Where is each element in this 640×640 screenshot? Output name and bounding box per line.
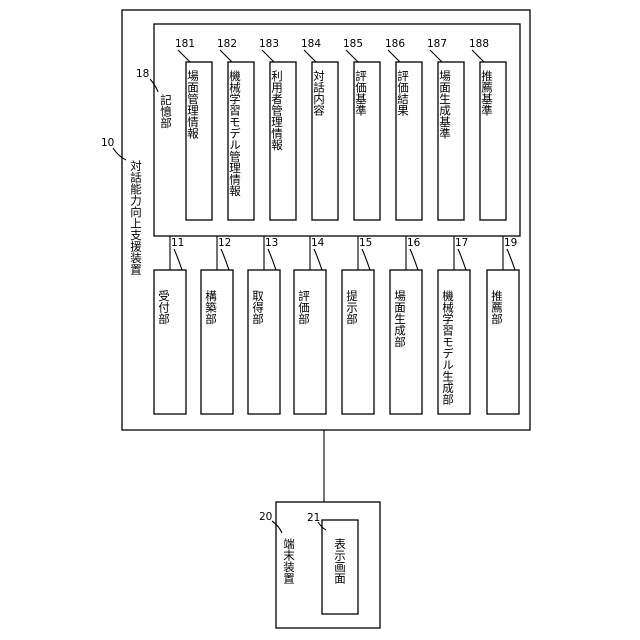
storage-item-label: 機械学習モデル管理情報 — [228, 69, 242, 197]
unit-label: 機械学習モデル生成部 — [441, 289, 455, 405]
storage-item-label: 評価基準 — [354, 69, 368, 117]
unit-ref: 12 — [218, 237, 231, 249]
storage-item-label: 評価結果 — [396, 69, 410, 117]
storage-label: 記憶部 — [159, 93, 173, 128]
display-screen-label: 表示画面 — [333, 537, 347, 584]
system-ref: 10 — [101, 137, 114, 149]
unit-ref: 11 — [171, 237, 184, 249]
unit-label: 取得部 — [251, 290, 265, 325]
unit-ref: 13 — [265, 237, 278, 249]
terminal-label: 端末装置 — [282, 538, 296, 584]
storage-item-ref: 188 — [469, 38, 489, 50]
storage-item-ref: 184 — [301, 38, 321, 50]
storage-item-label: 推薦基準 — [480, 69, 494, 117]
storage-item-ref: 185 — [343, 38, 363, 50]
unit-label: 場面生成部 — [393, 290, 407, 348]
storage-ref: 18 — [136, 68, 149, 80]
storage-item-ref: 183 — [259, 38, 279, 50]
unit-ref: 19 — [504, 237, 517, 249]
storage-item-ref: 186 — [385, 38, 405, 50]
unit-label: 提示部 — [345, 289, 359, 324]
storage-item-label: 対話内容 — [312, 69, 326, 117]
storage-item-label: 場面管理情報 — [186, 70, 200, 140]
storage-item-label: 場面生成基準 — [438, 70, 452, 140]
unit-ref: 15 — [359, 237, 372, 249]
unit-ref: 16 — [407, 237, 421, 249]
terminal-ref: 20 — [259, 511, 272, 523]
unit-ref: 17 — [455, 237, 468, 249]
unit-label: 受付部 — [157, 290, 171, 325]
unit-label: 構築部 — [204, 290, 218, 325]
storage-item-ref: 182 — [217, 38, 237, 50]
unit-label: 推薦部 — [490, 289, 504, 324]
storage-item-label: 利用者管理情報 — [270, 70, 284, 151]
unit-label: 評価部 — [297, 289, 311, 324]
storage-item-ref: 187 — [427, 38, 447, 50]
unit-ref: 14 — [311, 237, 325, 249]
storage-item-ref: 181 — [175, 38, 195, 50]
system-label: 対話能力向上支援装置 — [129, 159, 143, 275]
